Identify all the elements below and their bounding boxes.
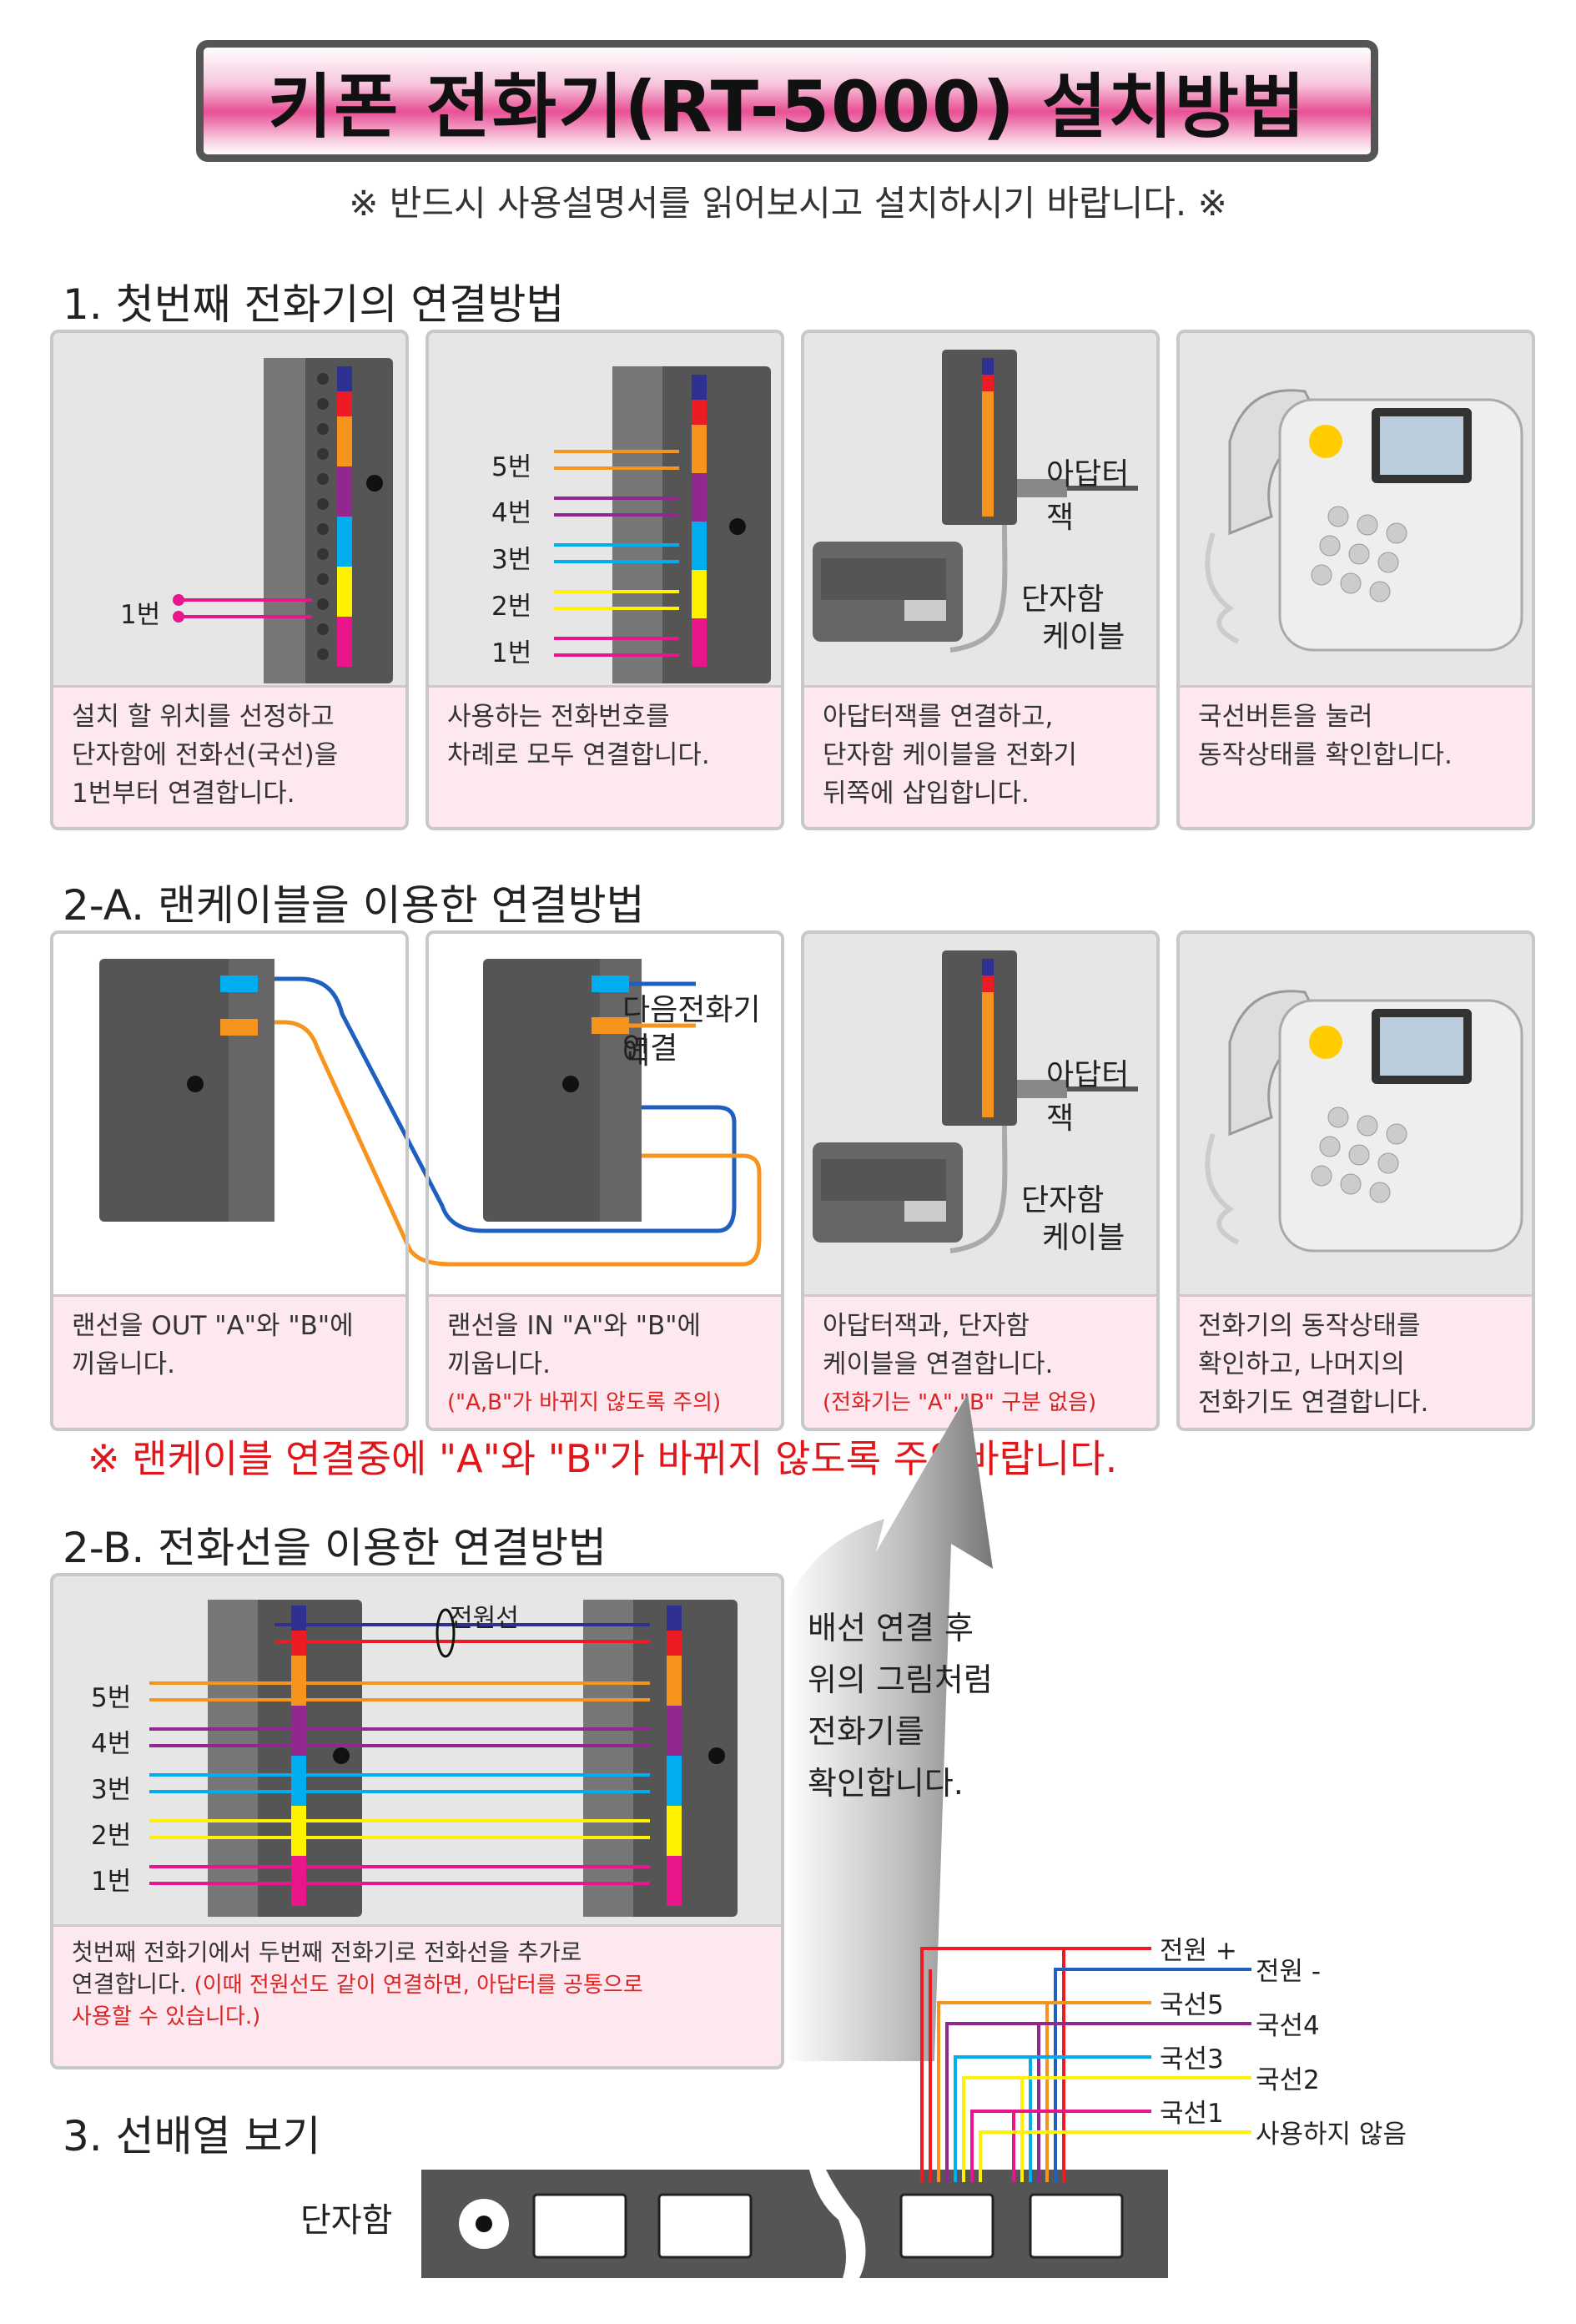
line-label-4: 4번 [491, 498, 532, 528]
phone-icon [1205, 389, 1523, 652]
panel-2a-4: 전화기의 동작상태를 확인하고, 나머지의 전화기도 연결합니다. [1176, 930, 1535, 1431]
wiring-diagram [421, 1947, 1251, 2278]
caption-line: 동작상태를 확인합니다. [1198, 740, 1453, 770]
note-line: 전화기를 [808, 1713, 924, 1750]
next-phone-label-2: 연결 [622, 1031, 678, 1066]
caption-line: 차례로 모두 연결합니다. [447, 740, 710, 770]
caption-line: 첫번째 전화기에서 두번째 전화기로 전화선을 추가로 [72, 1938, 582, 1966]
cable-label-1: 단자함 [1021, 582, 1105, 617]
line-label-4: 4번 [91, 1729, 132, 1759]
terminal-box-illustration [99, 959, 274, 1222]
panel-2a-2: 다음전화기에 연결 랜선을 IN "A"와 "B"에 끼웁니다. ("A,B"가… [425, 930, 784, 1431]
panel-1-1-caption: 설치 할 위치를 선정하고 단자함에 전화선(국선)을 1번부터 연결합니다. [53, 685, 405, 827]
line-label-3: 3번 [491, 545, 532, 575]
next-phone-label-1: 다음전화기에 [622, 993, 761, 1071]
line-label-2: 2번 [491, 592, 532, 622]
caption-line: 아답터잭과, 단자함 [823, 1311, 1030, 1341]
adapter-phone-illustration [813, 350, 1138, 653]
panel-2a-2-caption: 랜선을 IN "A"와 "B"에 끼웁니다. ("A,B"가 바뀌지 않도록 주… [429, 1294, 781, 1428]
caption-line: 사용하는 전화번호를 [447, 702, 670, 732]
wire-label-power-plus: 전원 + [1160, 1936, 1237, 1966]
caption-line: 전화기도 연결합니다. [1198, 1388, 1429, 1418]
power-line-label: 전원선 [450, 1604, 519, 1633]
caption-line: 랜선을 IN "A"와 "B"에 [447, 1311, 702, 1341]
wire-label-line2: 국선2 [1256, 2065, 1320, 2095]
arrow-up-icon [784, 1394, 993, 2061]
section2a-heading: 2-A. 랜케이블을 이용한 연결방법 [63, 881, 645, 930]
cable-label-2: 케이블 [1042, 620, 1125, 654]
caption-line: 케이블을 연결합니다. [823, 1349, 1054, 1379]
caption-line: 끼웁니다. [72, 1349, 175, 1379]
wire-label-power-minus: 전원 - [1256, 1957, 1322, 1987]
wire-label-line1: 국선1 [1160, 2099, 1224, 2129]
terminal-box-illustration [483, 959, 696, 1222]
line-label-1: 1번 [491, 638, 532, 668]
adapter-jack-label: 아답터잭 [1046, 1058, 1130, 1136]
caption-line: 국선버튼을 눌러 [1198, 702, 1373, 732]
wire-label-line3: 국선3 [1160, 2044, 1224, 2074]
panel-2a-1: 랜선을 OUT "A"와 "B"에 끼웁니다. [50, 930, 409, 1431]
caption-line: 연결합니다. [72, 1970, 187, 1998]
panel-2a-4-caption: 전화기의 동작상태를 확인하고, 나머지의 전화기도 연결합니다. [1180, 1294, 1532, 1428]
panel-1-4: 국선버튼을 눌러 동작상태를 확인합니다. [1176, 330, 1535, 830]
caption-line: 뒤쪽에 삽입합니다. [823, 779, 1030, 809]
lan-cable-overlay [217, 976, 762, 1267]
panel-1-3-caption: 아답터잭를 연결하고, 단자함 케이블을 전화기 뒤쪽에 삽입합니다. [804, 685, 1156, 827]
cable-label-1: 단자함 [1021, 1183, 1105, 1217]
panel-2a-3-caption: 아답터잭과, 단자함 케이블을 연결합니다. (전화기는 "A","B" 구분 … [804, 1294, 1156, 1428]
two-terminal-boxes-illustration [149, 1600, 738, 1917]
caption-line: 설치 할 위치를 선정하고 [72, 702, 335, 732]
caption-line: 끼웁니다. [447, 1349, 551, 1379]
section2b-heading: 2-B. 전화선을 이용한 연결방법 [63, 1524, 607, 1572]
line-label-2: 2번 [91, 1821, 132, 1851]
junction-box-label: 단자함 [300, 2201, 393, 2240]
note-line: 배선 연결 후 [808, 1610, 974, 1646]
line-label-1: 1번 [120, 600, 161, 630]
phone-icon [1205, 990, 1523, 1253]
adapter-phone-illustration [813, 950, 1138, 1253]
caption-warning: ("A,B"가 바뀌지 않도록 주의) [447, 1390, 722, 1415]
terminal-box-illustration [554, 366, 771, 683]
panel-1-3: 아답터잭 단자함 케이블 아답터잭를 연결하고, 단자함 케이블을 전화기 뒤쪽… [801, 330, 1160, 830]
panel-1-4-caption: 국선버튼을 눌러 동작상태를 확인합니다. [1180, 685, 1532, 827]
line-label-5: 5번 [91, 1683, 132, 1713]
panel-2a-3: 아답터잭 단자함 케이블 아답터잭과, 단자함 케이블을 연결합니다. (전화기… [801, 930, 1160, 1431]
line-label-1: 1번 [91, 1867, 132, 1897]
panel-1-1: 1번 설치 할 위치를 선정하고 단자함에 전화선(국선)을 1번부터 연결합니… [50, 330, 409, 830]
section3-heading: 3. 선배열 보기 [63, 2112, 321, 2160]
page-title: 키폰 전화기(RT-5000) 설치방법 [267, 65, 1307, 148]
panel-2b-caption: 첫번째 전화기에서 두번째 전화기로 전화선을 추가로 연결합니다. (이때 전… [53, 1924, 781, 2066]
caption-warning: (이때 전원선도 같이 연결하면, 아답터를 공통으로 [194, 1973, 643, 1998]
caption-line: 확인하고, 나머지의 [1198, 1349, 1405, 1379]
caption-warning: 사용할 수 있습니다.) [72, 2004, 261, 2029]
notice: ※ 반드시 사용설명서를 읽어보시고 설치하시기 바랍니다. ※ [349, 183, 1227, 224]
note-line: 확인합니다. [808, 1765, 964, 1802]
caption-line: 아답터잭를 연결하고, [823, 702, 1054, 732]
cable-label-2: 케이블 [1042, 1221, 1125, 1255]
caption-line: 1번부터 연결합니다. [72, 779, 295, 809]
line-label-3: 3번 [91, 1775, 132, 1805]
caption-line: 랜선을 OUT "A"와 "B"에 [72, 1311, 354, 1341]
wire-label-line5: 국선5 [1160, 1990, 1224, 2020]
panel-2a-1-caption: 랜선을 OUT "A"와 "B"에 끼웁니다. [53, 1294, 405, 1428]
line-label-5: 5번 [491, 452, 532, 482]
section1-heading: 1. 첫번째 전화기의 연결방법 [63, 280, 565, 329]
caption-line: 전화기의 동작상태를 [1198, 1311, 1421, 1341]
caption-line: 단자함에 전화선(국선)을 [72, 740, 339, 770]
title-banner: 키폰 전화기(RT-5000) 설치방법 [196, 40, 1378, 162]
adapter-jack-label: 아답터잭 [1046, 457, 1130, 535]
panel-1-2: 5번 4번 3번 2번 1번 사용하는 전화번호를 차례로 모두 연결합니다. [425, 330, 784, 830]
caption-line: 단자함 케이블을 전화기 [823, 740, 1077, 770]
wire-label-line4: 국선4 [1256, 2011, 1320, 2041]
panel-1-2-caption: 사용하는 전화번호를 차례로 모두 연결합니다. [429, 685, 781, 827]
arrow-note: 배선 연결 후 위의 그림처럼 전화기를 확인합니다. [808, 1602, 993, 1809]
terminal-box-illustration [173, 358, 393, 683]
wire-label-unused: 사용하지 않음 [1256, 2120, 1407, 2150]
panel-2b: 전원선 5번 4번 3번 2번 1번 첫번째 전화기에서 두번째 전화기로 전화… [50, 1573, 784, 2069]
note-line: 위의 그림처럼 [808, 1661, 993, 1698]
